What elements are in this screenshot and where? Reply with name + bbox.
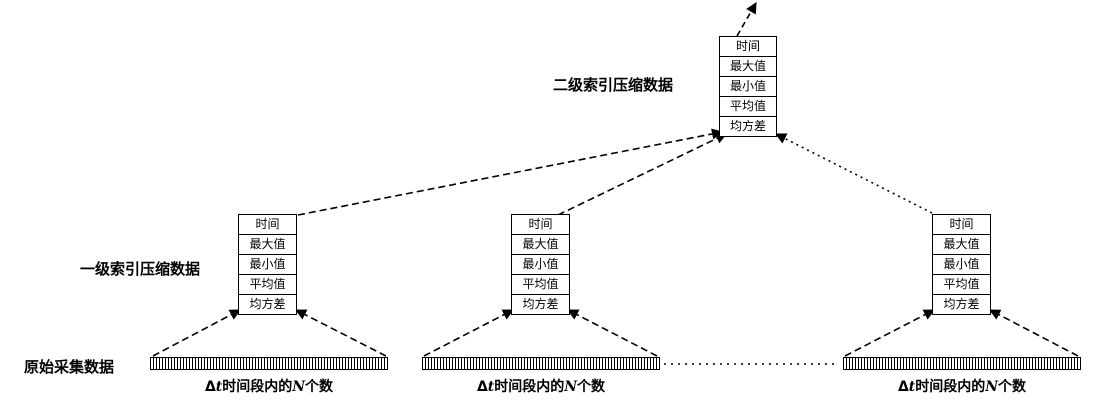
- level1-label: 一级索引压缩数据: [80, 260, 201, 278]
- row-min: 最小值: [239, 255, 296, 275]
- row-time: 时间: [720, 37, 776, 57]
- row-max: 最大值: [933, 235, 990, 255]
- caption-n: N: [985, 379, 999, 395]
- row-max: 最大值: [512, 235, 569, 255]
- arrow-raw3-left: [844, 309, 935, 357]
- row-avg: 平均值: [720, 97, 776, 117]
- strip-caption-3: Δt时间段内的N个数: [843, 376, 1081, 396]
- caption-delta: Δ: [476, 379, 488, 395]
- row-min: 最小值: [512, 255, 569, 275]
- caption-delta: Δ: [204, 379, 216, 395]
- level1-record-1: 时间 最大值 最小值 平均值 均方差: [238, 214, 297, 315]
- row-min: 最小值: [720, 77, 776, 97]
- caption-middle: 时间段内的: [222, 379, 293, 395]
- caption-t: t: [215, 379, 223, 395]
- caption-middle: 时间段内的: [494, 379, 565, 395]
- arrow-l1c-to-l2: [775, 133, 933, 214]
- raw-data-strip-3: [843, 357, 1081, 370]
- level2-record: 时间 最大值 最小值 平均值 均方差: [719, 36, 777, 137]
- caption-tail: 个数: [305, 379, 334, 395]
- row-std: 均方差: [522, 297, 559, 311]
- caption-n: N: [292, 379, 306, 395]
- row-time: 时间: [239, 215, 296, 235]
- row-std: 均方差: [249, 297, 286, 311]
- row-avg: 平均值: [239, 275, 296, 295]
- arrow-l1b-to-l2: [557, 133, 728, 216]
- row-min: 最小值: [933, 255, 990, 275]
- row-time: 时间: [512, 215, 569, 235]
- caption-tail: 个数: [998, 379, 1027, 395]
- caption-t: t: [908, 379, 916, 395]
- row-avg: 平均值: [512, 275, 569, 295]
- strip-caption-2: Δt时间段内的N个数: [422, 376, 660, 396]
- raw-data-strip-1: [150, 357, 388, 370]
- arrow-raw1-left: [152, 309, 241, 357]
- caption-n: N: [564, 379, 578, 395]
- row-std: 均方差: [729, 119, 766, 133]
- caption-delta: Δ: [897, 379, 909, 395]
- row-std: 均方差: [943, 297, 980, 311]
- level2-label: 二级索引压缩数据: [553, 76, 674, 94]
- arrow-raw2-left: [423, 309, 514, 357]
- row-avg: 平均值: [933, 275, 990, 295]
- caption-middle: 时间段内的: [915, 379, 986, 395]
- level1-record-2: 时间 最大值 最小值 平均值 均方差: [511, 214, 570, 315]
- raw-data-strip-2: [422, 357, 660, 370]
- caption-t: t: [487, 379, 495, 395]
- arrow-raw2-right: [567, 309, 658, 357]
- arrow-raw3-right: [989, 309, 1079, 357]
- raw-data-label: 原始采集数据: [24, 358, 115, 376]
- row-time: 时间: [933, 215, 990, 235]
- caption-tail: 个数: [577, 379, 606, 395]
- row-max: 最大值: [239, 235, 296, 255]
- level1-record-3: 时间 最大值 最小值 平均值 均方差: [932, 214, 991, 315]
- upward-arrow: [736, 2, 757, 37]
- arrow-raw1-right: [295, 309, 387, 357]
- arrow-l1a-to-l2: [297, 128, 724, 216]
- strip-caption-1: Δt时间段内的N个数: [150, 376, 388, 396]
- row-max: 最大值: [720, 57, 776, 77]
